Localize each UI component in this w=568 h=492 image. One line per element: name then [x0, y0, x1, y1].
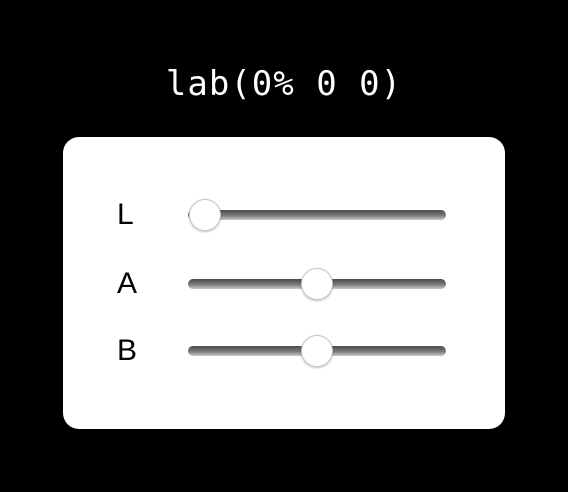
lab-slider-panel: L A B — [63, 137, 505, 429]
color-value-readout: lab(0% 0 0) — [165, 64, 403, 104]
b-slider-thumb[interactable] — [301, 335, 333, 367]
l-slider-thumb[interactable] — [189, 199, 221, 231]
a-slider-thumb[interactable] — [301, 268, 333, 300]
b-slider[interactable] — [188, 331, 446, 371]
slider-row-a: A — [63, 264, 505, 304]
slider-label-b: B — [117, 334, 138, 367]
l-slider-track[interactable] — [188, 210, 446, 220]
a-slider[interactable] — [188, 264, 446, 304]
slider-label-a: A — [117, 267, 138, 300]
slider-row-l: L — [63, 195, 505, 235]
slider-label-l: L — [117, 198, 134, 231]
l-slider[interactable] — [188, 195, 446, 235]
slider-row-b: B — [63, 331, 505, 371]
